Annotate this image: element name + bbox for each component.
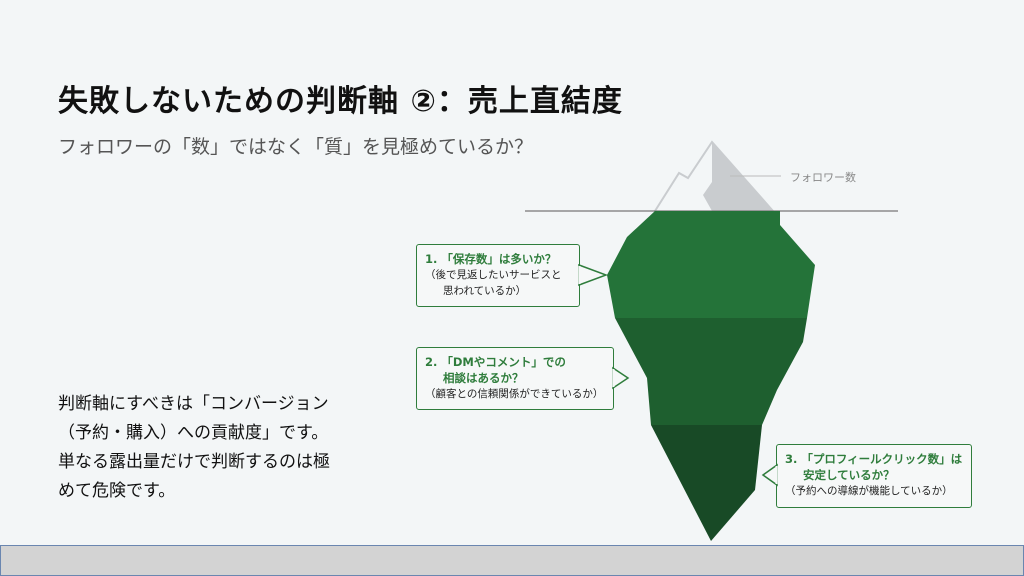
callout-heading: 3. 「プロフィールクリック数」は (785, 452, 963, 466)
callout-heading: 1. 「保存数」は多いか？ (425, 252, 557, 266)
callout-heading: 安定しているか？ (803, 468, 895, 482)
tip-label: フォロワー数 (790, 171, 856, 184)
callout-note: （後で見返したいサービスと (425, 269, 562, 281)
body-line: （予約・購入）への貢献度」です。 (58, 423, 329, 443)
slide-title: 失敗しないための判断軸 ②：売上直結度 (58, 84, 623, 119)
iceberg-band-3 (651, 425, 762, 541)
body-line: 単なる露出量だけで判断するのは極 (58, 452, 330, 472)
body-line: めて危険です。 (58, 481, 176, 501)
iceberg-band-2 (615, 318, 807, 425)
slide-subtitle: フォロワーの「数」ではなく「質」を見極めているか？ (58, 136, 534, 158)
callout-note: （顧客との信頼関係ができているか） (425, 388, 604, 400)
callout-heading: 2. 「DMやコメント」での (425, 355, 566, 369)
callout-note: （予約への導線が機能しているか） (785, 485, 953, 497)
body-line: 判断軸にすべきは「コンバージョン (58, 394, 329, 414)
iceberg-tip-outline (654, 140, 774, 212)
callout-note: 思われているか） (443, 285, 527, 297)
callout-1: 1. 「保存数」は多いか？ （後で見返したいサービスと 思われているか） (416, 244, 580, 307)
callout-2: 2. 「DMやコメント」での 相談はあるか？ （顧客との信頼関係ができているか） (416, 347, 614, 410)
bottom-bar (0, 545, 1024, 576)
iceberg-band-1 (607, 211, 815, 318)
body-text: 判断軸にすべきは「コンバージョン （予約・購入）への貢献度」です。 単なる露出量… (58, 390, 330, 506)
callout-3: 3. 「プロフィールクリック数」は 安定しているか？ （予約への導線が機能してい… (776, 444, 972, 508)
callout-heading: 相談はあるか？ (443, 371, 524, 385)
